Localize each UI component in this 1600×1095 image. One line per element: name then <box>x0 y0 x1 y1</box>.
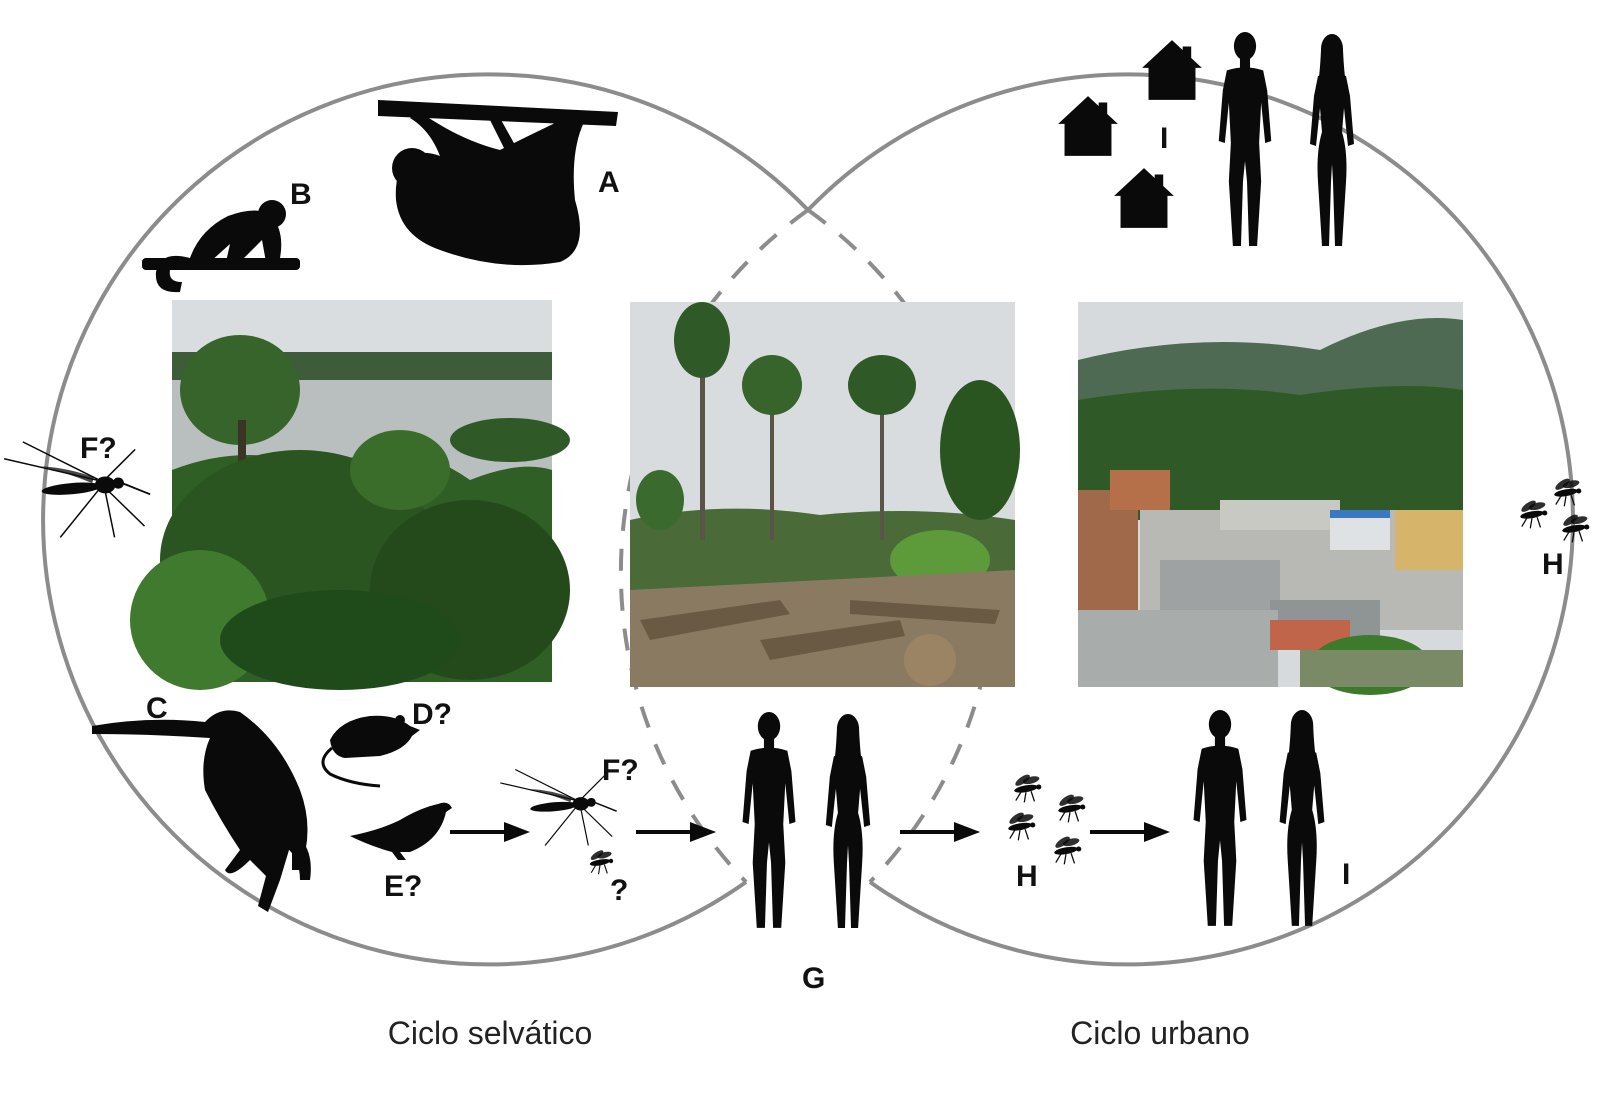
photo-town-in-forest <box>1078 302 1463 695</box>
human-female-i-top <box>1310 34 1354 246</box>
house-icon <box>1058 96 1118 156</box>
arrow-urban-vector-to-human <box>1090 822 1170 842</box>
urban-insect-icon <box>1553 475 1582 507</box>
small-insect-icon <box>588 847 614 875</box>
human-male-i <box>1193 710 1247 926</box>
label-question: ? <box>610 874 628 907</box>
mosquito-icon-left <box>4 440 152 539</box>
label-f-middle: F? <box>602 754 639 787</box>
urban-insect-icon <box>1053 833 1082 865</box>
monkey-silhouette <box>92 710 311 912</box>
sylvatic-circle-arc <box>41 72 810 967</box>
arrow-human-to-urban-vector <box>900 822 980 842</box>
photo-deforested-clearing <box>630 302 1020 687</box>
house-icon <box>1142 40 1202 100</box>
human-female-i <box>1279 710 1325 926</box>
human-male-g <box>742 712 796 928</box>
label-i-bottom: I <box>1342 858 1350 891</box>
cycle-circles <box>41 72 1575 967</box>
urban-vectors-right <box>1519 475 1590 543</box>
urban-insect-icon <box>1561 511 1590 543</box>
urban-vectors-middle <box>1007 771 1086 865</box>
bird-silhouette <box>350 802 452 860</box>
urban-insect-icon <box>1007 809 1036 841</box>
house-icon <box>1114 168 1174 228</box>
sloth-silhouette <box>378 100 618 266</box>
caption-urban-cycle: Ciclo urbano <box>1070 1015 1250 1051</box>
label-f-left: F? <box>80 432 117 465</box>
label-h-middle: H <box>1016 860 1038 893</box>
label-e: E? <box>384 870 422 903</box>
label-h-right: H <box>1542 548 1564 581</box>
urban-insect-icon <box>1013 771 1042 803</box>
arrow-host-to-vector <box>450 822 530 842</box>
label-a: A <box>598 166 620 199</box>
human-female-g <box>825 714 871 928</box>
human-male-i-top <box>1218 32 1272 246</box>
urban-insect-icon <box>1057 791 1086 823</box>
small-primate-silhouette <box>142 200 300 293</box>
caption-sylvatic-cycle: Ciclo selvático <box>388 1015 593 1051</box>
label-i-top: I <box>1160 122 1168 155</box>
overlap-dashed-arc-right <box>806 208 998 884</box>
urban-insect-icon <box>1519 497 1548 529</box>
label-g: G <box>802 962 825 995</box>
urban-circle-arc <box>806 72 1575 967</box>
label-b: B <box>290 178 312 211</box>
label-c: C <box>146 692 168 725</box>
label-d: D? <box>412 698 452 731</box>
rodent-silhouette <box>321 715 420 788</box>
arrow-vector-to-human <box>636 822 716 842</box>
photo-rainforest-river <box>130 300 570 690</box>
overlap-dashed-arc-left <box>618 208 810 884</box>
